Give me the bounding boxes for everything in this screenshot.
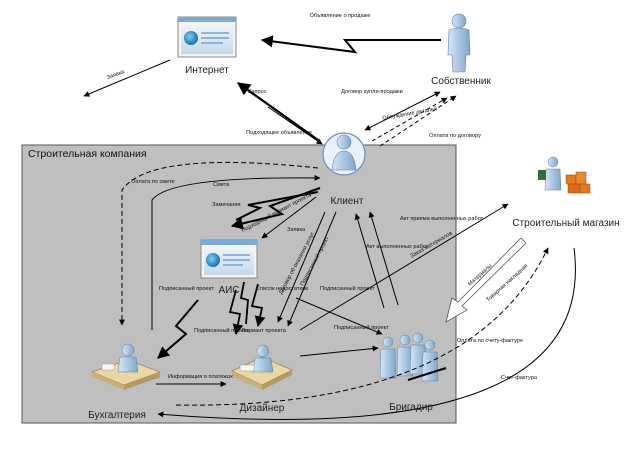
edge-act-accept <box>368 211 399 306</box>
node-label-accounting: Бухгалтерия <box>88 410 146 421</box>
edge-discuss-details <box>371 97 448 142</box>
designer-desk-icon <box>231 344 293 390</box>
label-payments-info: Информация о платежах <box>168 374 233 380</box>
edge-signed-client <box>287 211 337 327</box>
label-signed-designer: Подписанный проект <box>194 327 249 334</box>
label-sale-ad: Объявление о продаже <box>309 13 370 19</box>
edge-suitable-variant <box>235 191 319 221</box>
label-remarks: Замечания <box>212 202 241 208</box>
accounting-desk-icon <box>90 343 162 390</box>
owner-person-icon <box>447 13 471 73</box>
connectors <box>83 35 576 420</box>
store-icon <box>538 156 591 194</box>
edge-contract-payment <box>379 95 457 147</box>
edge-variant <box>239 281 249 325</box>
edge-suitable-ad <box>267 106 323 145</box>
label-estimate-payment: Оплата по смете <box>131 179 175 185</box>
label-suitable-ad-text: Подходящее объявление <box>246 130 312 136</box>
edge-sale-ad <box>260 35 441 54</box>
label-query: Запрос <box>248 89 267 95</box>
edge-materials-order <box>299 203 509 331</box>
label-defects: Список недостатков <box>256 286 308 292</box>
label-signed-foreman-b: Подписанный проект <box>334 324 389 331</box>
edge-materials <box>445 237 527 323</box>
edge-request-client <box>261 196 317 239</box>
node-label-owner: Собственник <box>431 75 491 87</box>
edge-purchase-contract <box>364 91 441 131</box>
ais-window-icon <box>200 239 258 279</box>
edge-signed-foreman-b <box>299 345 379 357</box>
edge-foreman-line <box>407 367 447 381</box>
client-person-icon <box>322 132 366 176</box>
edge-defects <box>250 283 266 328</box>
node-label-foreman: Бригадир <box>389 402 433 413</box>
edge-act-done <box>354 213 385 309</box>
edge-signed-foreman-a <box>295 297 383 335</box>
label-invoice-payment: Оплата по счету-фактуре <box>457 338 523 344</box>
node-label-client: Клиент <box>331 196 364 207</box>
edge-query <box>236 82 319 141</box>
edge-signed-designer <box>228 289 244 336</box>
edge-service-contract <box>277 211 326 323</box>
label-act-accept: Акт приема выполненных работ <box>400 216 484 222</box>
node-label-designer: Дизайнер <box>240 403 285 414</box>
node-label-ais: АИС <box>218 285 239 296</box>
edge-estimate <box>151 174 321 330</box>
node-label-internet: Интернет <box>185 65 229 76</box>
company-container <box>21 144 457 424</box>
edge-request-left <box>83 59 171 97</box>
internet-window-icon <box>177 16 237 58</box>
edge-invoice-payment <box>175 247 549 406</box>
edge-estimate-payment <box>119 161 319 326</box>
edge-invoice <box>157 247 576 420</box>
edge-signed-ais <box>157 299 199 359</box>
label-contract-payment: Оплата по договору <box>429 133 481 139</box>
label-estimate: Смета <box>213 182 230 188</box>
foreman-team-icon <box>379 332 439 382</box>
label-suitable-ad: Подходящее объявление <box>246 130 312 136</box>
label-act-done: Акт выполненных работ <box>366 244 429 250</box>
label-signed-foreman-a: Подписанный проект <box>320 285 375 292</box>
node-label-store-text: Строительный магазин <box>512 218 619 229</box>
label-invoice: Счет-фактура <box>501 375 538 381</box>
label-purchase-contract: Договор купли-продажи <box>341 89 403 95</box>
label-request-client: Заявка <box>287 227 306 233</box>
label-variant: Вариант проекта <box>242 328 287 334</box>
node-label-store: Строительный магазин <box>512 218 619 229</box>
label-signed-ais: Подписанный проект <box>159 285 214 292</box>
company-title: Строительная компания <box>28 148 147 160</box>
